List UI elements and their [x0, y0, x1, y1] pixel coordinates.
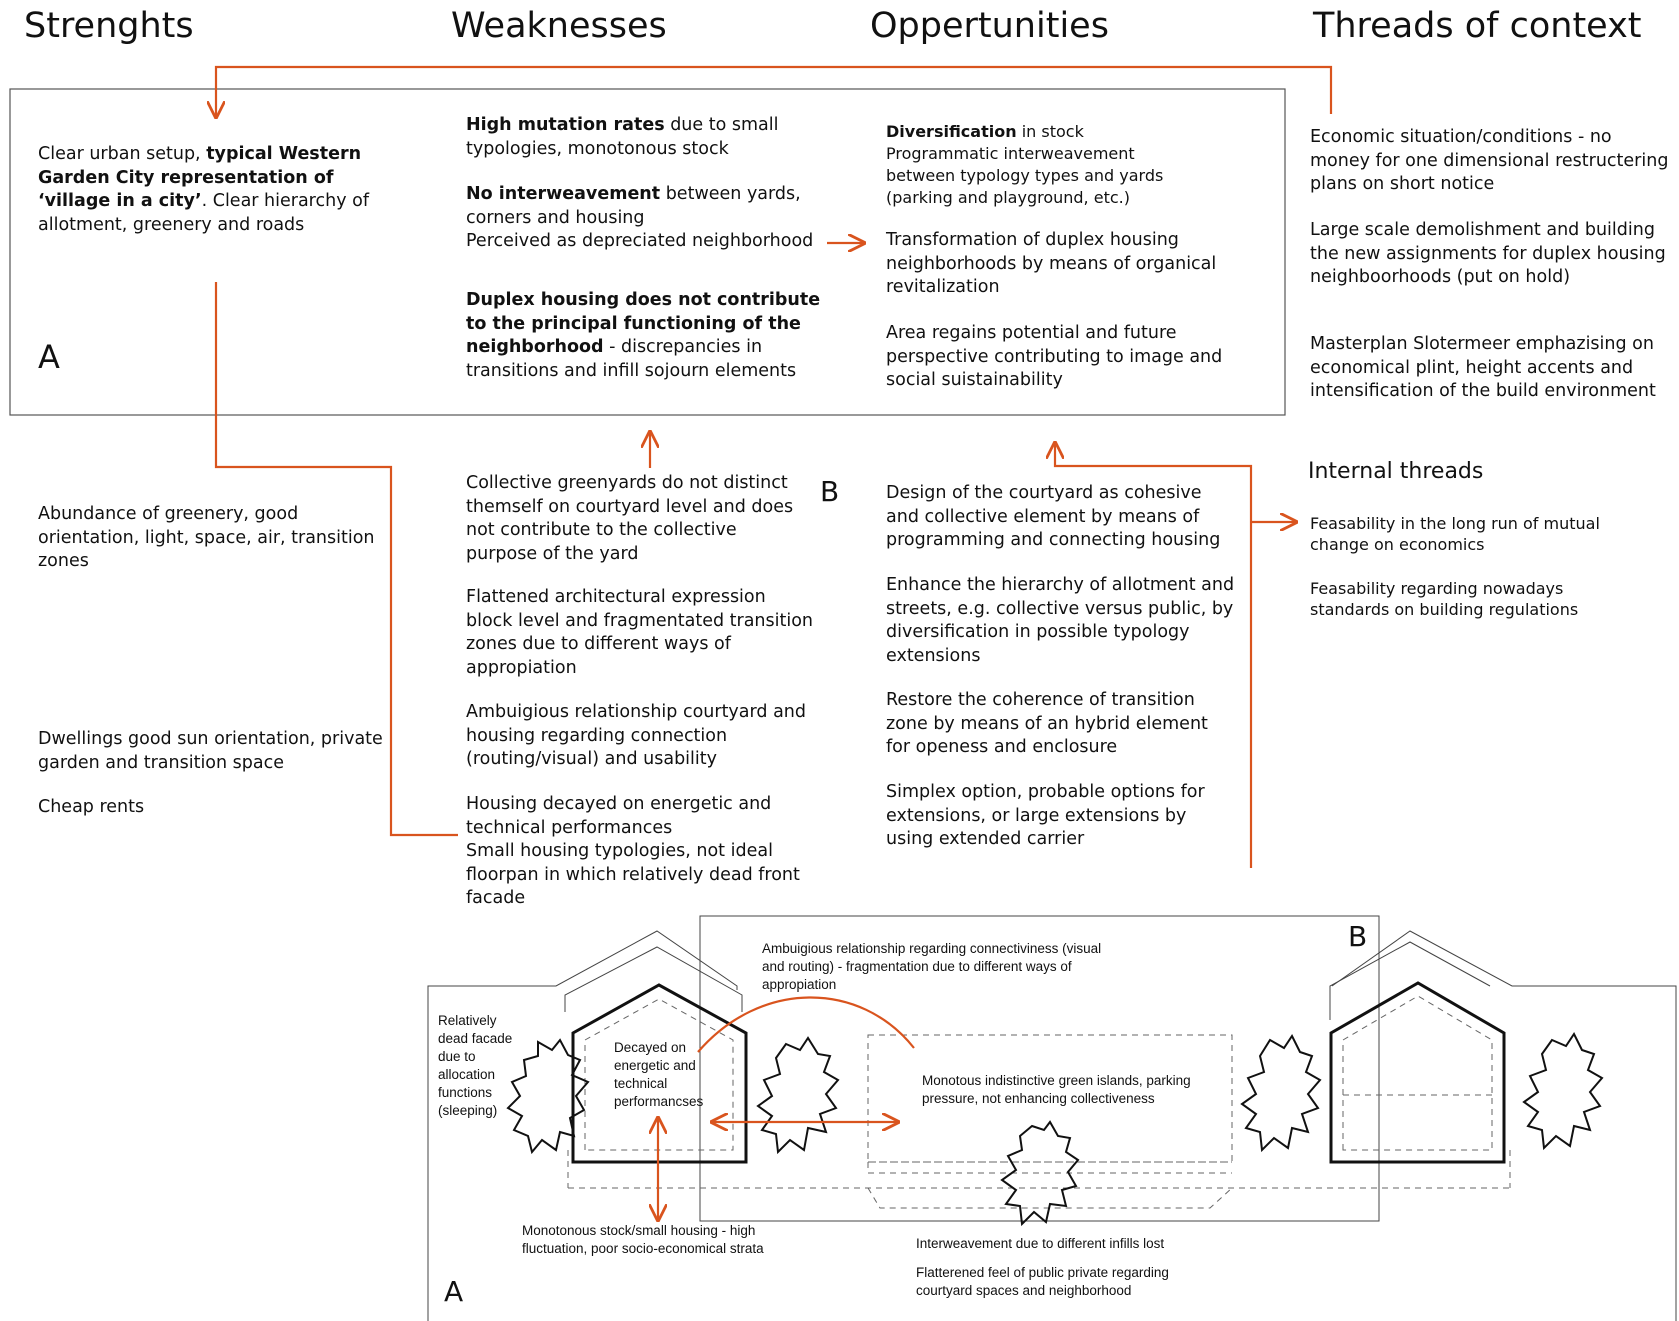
threat-3: Masterplan Slotermeer emphazising on eco…: [1310, 334, 1656, 401]
tree-3: [1000, 1120, 1080, 1227]
sketch-frame-a: [427, 930, 738, 1321]
tree-4: [1240, 1034, 1322, 1153]
house-left: [571, 983, 748, 1164]
strength-1-post: . Clear hierarchy of allotment, greenery…: [38, 191, 369, 235]
house-right: [1329, 981, 1506, 1164]
weakness-3: Duplex housing does not contribute to th…: [466, 289, 826, 383]
weakness-7a: Housing decayed on energetic and technic…: [466, 794, 772, 838]
internal-threads-title: Internal threads: [1308, 459, 1484, 484]
opportunity-5: Enhance the hierarchy of allotment and s…: [886, 575, 1235, 666]
opportunity-1-bold: Diversification: [886, 122, 1017, 141]
annot-relatively-dead: Relatively dead facade due to allocation…: [438, 1013, 513, 1118]
weakness-3-post: - discrepancies in transitions and infil…: [466, 337, 797, 381]
annot-flatterened: Flatterened feel of public private regar…: [916, 1265, 1169, 1298]
weakness-2-line: Perceived as depreciated neighborhood: [466, 231, 814, 251]
threat-2: Large scale demolishment and building th…: [1310, 220, 1666, 287]
label-b-sketch: B: [1348, 920, 1368, 953]
sketch-frame-b: [699, 915, 1380, 1222]
strength-4: Cheap rents: [38, 797, 145, 817]
weakness-6: Ambuigious relationship courtyard and ho…: [466, 702, 806, 769]
arrow-opp-up: [1055, 443, 1253, 868]
header-opportunities: Oppertunities: [870, 6, 1109, 46]
weakness-2: No interweavement between yards, corners…: [466, 183, 826, 254]
box-a: [9, 88, 1286, 416]
label-a-sketch: A: [444, 1275, 464, 1308]
header-threats: Threads of context: [1313, 6, 1642, 46]
weakness-3-bold: Duplex housing does not contribute to th…: [466, 290, 821, 357]
threat-1: Economic situation/conditions - no money…: [1310, 127, 1669, 194]
tree-2: [756, 1036, 840, 1155]
opportunity-4: Design of the courtyard as cohesive and …: [886, 483, 1221, 550]
annot-decayed: Decayed on energetic and technical perfo…: [614, 1040, 704, 1109]
strength-1-bold: typical Western Garden City representati…: [38, 144, 362, 211]
weakness-1: High mutation rates due to small typolog…: [466, 114, 826, 161]
opportunity-7: Simplex option, probable options for ext…: [886, 782, 1205, 849]
header-weaknesses: Weaknesses: [451, 6, 667, 46]
opportunity-6: Restore the coherence of transition zone…: [886, 690, 1208, 757]
annot-interweavement: Interweavement due to different infills …: [916, 1236, 1165, 1251]
label-b-mid: B: [820, 475, 840, 508]
annot-monotonous-stock: Monotonous stock/small housing - high fl…: [522, 1223, 764, 1256]
weakness-1-bold: High mutation rates: [466, 115, 665, 135]
weakness-2-post: between yards, corners and housing: [466, 184, 801, 228]
header-strengths: Strenghts: [24, 6, 194, 46]
label-a-top: A: [38, 338, 60, 376]
arrow-threats-to-strengths: [216, 65, 1333, 117]
weakness-7b: Small housing typologies, not ideal floo…: [466, 841, 800, 908]
arc-ambuigious: [697, 996, 915, 1053]
weakness-7: Housing decayed on energetic and technic…: [466, 793, 806, 911]
opportunity-2: Transformation of duplex housing neighbo…: [886, 230, 1217, 297]
opportunity-1-line: Programmatic interweavement between typo…: [886, 144, 1164, 207]
sketch-frame-right: [1331, 930, 1677, 1321]
weakness-2-bold: No interweavement: [466, 184, 661, 204]
opportunity-1-post: in stock: [1016, 122, 1084, 141]
weakness-4: Collective greenyards do not distinct th…: [466, 473, 794, 564]
annot-monotous: Monotous indistinctive green islands, pa…: [922, 1073, 1191, 1106]
internal-1: Feasability in the long run of mutual ch…: [1310, 514, 1600, 554]
strength-1: Clear urban setup, typical Western Garde…: [38, 143, 378, 237]
weakness-1-post: due to small typologies, monotonous stoc…: [466, 115, 779, 159]
tree-1: [506, 1038, 590, 1155]
strength-3: Dwellings good sun orientation, private …: [38, 729, 383, 773]
opportunity-3: Area regains potential and future perspe…: [886, 323, 1223, 390]
weakness-5: Flattened architectural expression block…: [466, 587, 814, 678]
internal-2: Feasability regarding nowadays standards…: [1310, 579, 1579, 619]
strength-2: Abundance of greenery, good orientation,…: [38, 504, 375, 571]
opportunity-1: Diversification in stock Programmatic in…: [886, 121, 1186, 209]
line-strengths-to-weaknesses: [214, 282, 458, 837]
strength-1-pre: Clear urban setup,: [38, 144, 207, 164]
tree-5: [1522, 1032, 1604, 1151]
annot-ambuigious: Ambuigious relationship regarding connec…: [762, 941, 1102, 992]
